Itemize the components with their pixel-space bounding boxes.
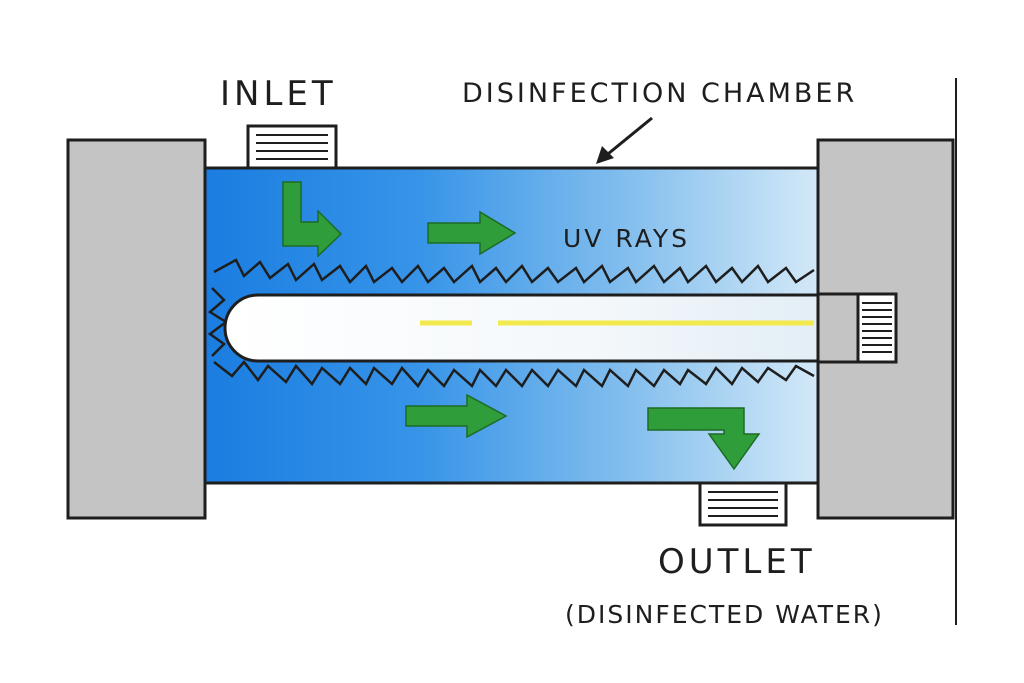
inlet-pipe [246, 124, 338, 171]
flow-arrow-icon [647, 407, 761, 471]
chamber-label: DISINFECTION CHAMBER [462, 78, 858, 109]
lamp-connector [816, 292, 898, 364]
flow-arrow-icon [405, 393, 508, 439]
inlet-label: INLET [220, 74, 337, 114]
uv-rays-label: UV RAYS [563, 224, 691, 253]
uv-lamp [223, 293, 818, 363]
pointer-arrow-icon [596, 116, 653, 164]
left-end-cap [66, 138, 207, 520]
flow-arrow-icon [427, 210, 517, 256]
outlet-pipe [698, 480, 788, 527]
flow-arrow-icon [282, 181, 343, 258]
zigzag-ray-icon [213, 258, 815, 285]
zigzag-ray-icon [213, 360, 815, 389]
outlet-sub-label: (DISINFECTED WATER) [565, 600, 884, 629]
outlet-label: OUTLET [658, 542, 816, 582]
